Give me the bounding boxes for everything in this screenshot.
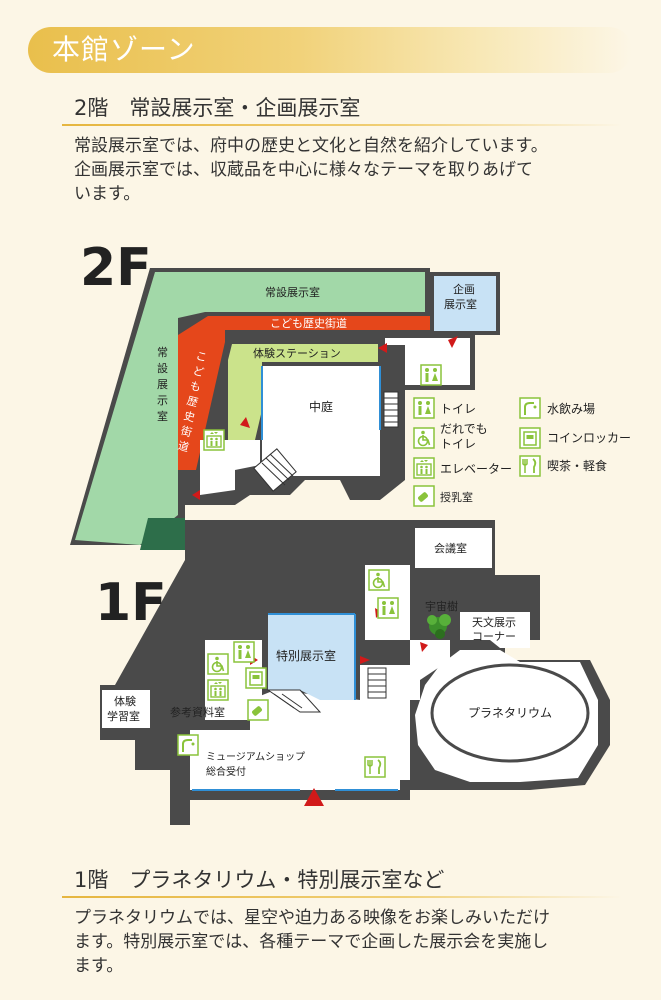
special-exhibit-room-1f — [268, 614, 355, 700]
svg-text:史: 史 — [182, 409, 196, 424]
svg-text:室: 室 — [157, 409, 168, 423]
legend-cafe-icon — [519, 455, 541, 477]
floor2-rule — [62, 124, 622, 126]
floor2-label: 2F — [80, 240, 152, 298]
label-reception: 総合受付 — [206, 765, 246, 778]
arrow-1f-planetarium — [420, 642, 428, 652]
label-reference: 参考資料室 — [170, 705, 225, 719]
arrow-2f-corridor — [378, 343, 387, 353]
legend-water-icon — [519, 397, 541, 419]
label-kids-street-h: こども歴史街道 — [270, 316, 347, 330]
experience-station — [228, 344, 378, 440]
legend-elevator: エレベーター — [440, 462, 512, 476]
svg-text:展: 展 — [157, 378, 168, 391]
elevator-icon — [207, 679, 229, 701]
label-learning-1: 体験 — [114, 694, 136, 708]
svg-text:も: も — [188, 379, 202, 394]
arrow-entrance — [304, 788, 324, 806]
label-kids-street-v: こ ど も 歴 史 街 道 — [176, 349, 208, 454]
zone-banner — [28, 27, 632, 73]
cafe-icon — [364, 756, 386, 778]
legend-water: 水飲み場 — [547, 401, 595, 416]
accessible-toilet-icon — [368, 569, 390, 591]
arrow-2f-special — [448, 336, 458, 348]
floor1-rule — [62, 896, 622, 898]
stairs-2f — [253, 391, 399, 492]
label-planetarium: プラネタリウム — [468, 706, 552, 720]
kids-history-street — [178, 316, 430, 470]
corridor-2f-lower — [200, 440, 260, 495]
toilet-icon — [420, 364, 442, 386]
floor1-heading: 1階 プラネタリウム・特別展示室など — [74, 868, 445, 892]
legend-nursing: 授乳室 — [440, 490, 473, 504]
elevator-icon — [203, 429, 225, 451]
water-icon — [177, 734, 199, 756]
legend-elevator-icon — [413, 457, 435, 479]
permanent-exhibit-2f — [75, 272, 425, 545]
legend-toilet-icon — [413, 397, 435, 419]
corridor-2f — [385, 338, 470, 385]
svg-text:街: 街 — [179, 423, 193, 439]
learning-room — [102, 690, 150, 728]
floor2-desc-line: います。 — [74, 184, 141, 204]
label-meeting: 会議室 — [434, 541, 467, 555]
corridor-1f-main — [190, 560, 410, 790]
floor2-heading: 2階 常設展示室・企画展示室 — [74, 96, 361, 120]
zone-title: 本館ゾーン — [52, 33, 196, 66]
legend-toilet: トイレ — [440, 402, 476, 416]
label-station: 体験ステーション — [253, 346, 341, 360]
label-learning-2: 学習室 — [107, 709, 140, 723]
special-exhibit-room-2f — [434, 276, 496, 331]
floor1-desc-line: プラネタリウムでは、星空や迫力ある映像をお楽しみいただけ — [74, 908, 550, 928]
label-shop: ミュージアムショップ — [206, 751, 305, 763]
arrow-2f-entry — [192, 490, 200, 500]
meeting-room — [415, 528, 492, 568]
label-astro-2: コーナー — [472, 630, 516, 643]
accessible-toilet-icon — [207, 653, 229, 675]
legend-cafe: 喫茶・軽食 — [547, 458, 607, 473]
label-astro-1: 天文展示 — [472, 615, 516, 629]
corridor-1f-right — [410, 640, 450, 700]
stairs-1f — [266, 667, 387, 713]
corner-shade — [140, 518, 185, 550]
astro-corner — [460, 612, 530, 648]
locker-icon — [245, 667, 267, 689]
planetarium-dome — [430, 663, 590, 763]
svg-text:こ: こ — [194, 349, 208, 364]
floor2-desc-line: 企画展示室では、収蔵品を中心に様々なテーマを取りあげて — [74, 160, 533, 180]
legend-nursing-icon — [413, 485, 435, 507]
nursing-icon — [247, 699, 269, 721]
label-special-exhibit-2: 展示室 — [444, 297, 477, 311]
svg-text:設: 設 — [157, 361, 168, 375]
floor2-desc-line: 常設展示室では、府中の歴史と文化と自然を紹介しています。 — [74, 136, 548, 156]
legend-accessible-2: トイレ — [440, 437, 476, 451]
arrow-2f-station — [240, 417, 250, 428]
legend-accessible-1: だれでも — [440, 422, 488, 436]
label-special-exhibit-1: 企画 — [453, 282, 475, 296]
label-special-1f: 特別展示室 — [276, 648, 336, 663]
label-permanent-top: 常設展示室 — [265, 285, 320, 299]
label-courtyard: 中庭 — [309, 399, 333, 414]
svg-text:道: 道 — [176, 438, 190, 454]
toilet-icon — [377, 597, 399, 619]
legend-locker-icon — [519, 427, 541, 449]
svg-text:歴: 歴 — [185, 394, 199, 409]
legend-locker: コインロッカー — [547, 431, 631, 445]
floor1-description: プラネタリウムでは、星空や迫力ある映像をお楽しみいただけ ます。特別展示室では、… — [74, 906, 634, 978]
floor2-description: 常設展示室では、府中の歴史と文化と自然を紹介しています。 企画展示室では、収蔵品… — [74, 134, 634, 206]
label-cosmic-tree: 宇宙樹 — [425, 599, 458, 613]
floor1-desc-line: ます。特別展示室では、各種テーマで企画した展示会を実施し — [74, 932, 549, 952]
svg-text:ど: ど — [191, 364, 205, 379]
arrow-1f-special — [360, 656, 370, 664]
floor-map: 2F 常設展示室 常 設 展 示 室 企画 展示室 こども — [70, 240, 631, 825]
toilet-icon — [233, 641, 255, 663]
floor1-label: 1F — [95, 573, 167, 633]
svg-text:常: 常 — [157, 346, 168, 359]
legend-accessible-icon — [413, 427, 435, 449]
cosmic-tree — [427, 614, 451, 639]
floor1-desc-line: ます。 — [74, 956, 124, 976]
svg-text:示: 示 — [157, 394, 168, 407]
legend: トイレ だれでも トイレ エレベーター 授乳室 水飲み場 コインロッカー 喫茶・… — [413, 397, 631, 507]
label-permanent-side: 常 設 展 示 室 — [157, 346, 168, 423]
